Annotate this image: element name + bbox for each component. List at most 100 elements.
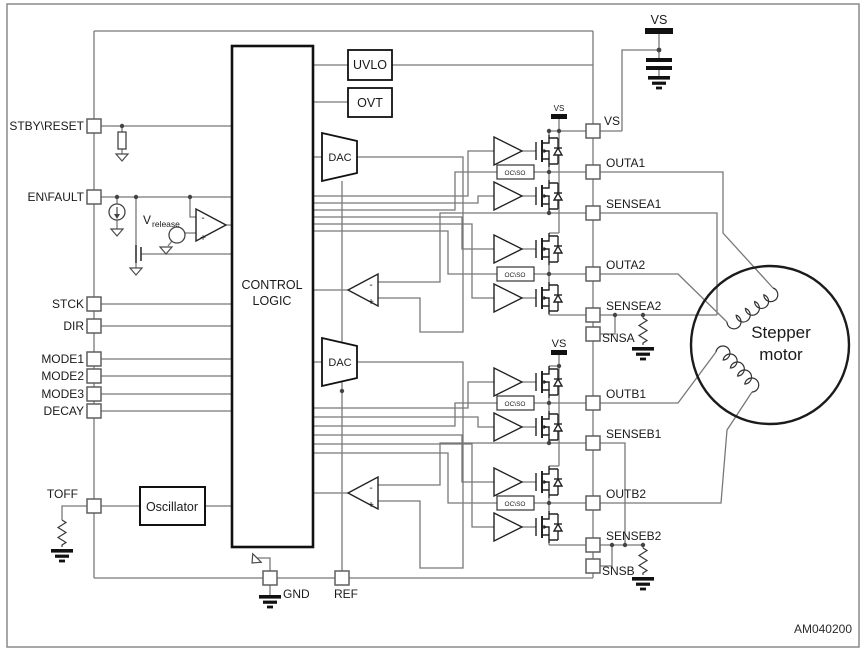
ocso-box-b1 [496, 395, 535, 411]
uvlo-block [347, 49, 393, 81]
figure-code: AM040200 [794, 622, 852, 636]
pin-sensea2 [585, 307, 601, 323]
label-vs-bridge-a: VS [554, 104, 565, 113]
label-dac-a: DAC [328, 152, 351, 164]
label-snsa: SNSA [602, 331, 635, 345]
pin-dir [86, 318, 102, 334]
pin-mode3 [86, 386, 102, 402]
stby-pulldown-resistor [117, 131, 127, 150]
label-motor-1: Stepper [751, 323, 811, 342]
uvlo-ovt-dac-ref-wires [313, 64, 593, 571]
pin-decay [86, 403, 102, 419]
label-senseb1: SENSEB1 [606, 427, 662, 441]
motor-coil-a [726, 287, 779, 330]
label-toff: TOFF [47, 487, 78, 501]
label-outb1: OUTB1 [606, 387, 646, 401]
vs-cap-plate-2 [646, 66, 672, 70]
motor-circle [689, 264, 851, 426]
power-stage-rows [534, 130, 717, 546]
label-ref: REF [334, 587, 358, 601]
en-comp-plus: + [200, 233, 206, 244]
label-motor-2: motor [759, 345, 803, 364]
label-gnd: GND [283, 587, 310, 601]
pin-senseb1 [585, 435, 601, 451]
label-ovt: OVT [357, 96, 383, 110]
label-sensea1: SENSEA1 [606, 197, 662, 211]
pin-outa1 [585, 164, 601, 180]
label-vrelease: V [143, 213, 151, 227]
pin-en-fault [86, 189, 102, 205]
label-senseb2: SENSEB2 [606, 529, 662, 543]
label-ocso-a2: OC\SO [505, 272, 526, 279]
label-ocso-a1: OC\SO [505, 170, 526, 177]
pin-outa2 [585, 266, 601, 282]
en-comp-minus: - [201, 213, 204, 224]
ocso-box-a2 [496, 266, 535, 282]
pin-toff [86, 498, 102, 514]
pin-vs [585, 123, 601, 139]
pin-senseb2 [585, 537, 601, 553]
ovt-block [347, 87, 393, 118]
comparator-wires [313, 156, 586, 569]
label-ocso-b1: OC\SO [505, 401, 526, 408]
label-decay: DECAY [44, 404, 84, 418]
pin-stby-reset [86, 118, 102, 134]
label-ocso-b2: OC\SO [505, 501, 526, 508]
label-outa1: OUTA1 [606, 156, 645, 170]
label-control-1: CONTROL [241, 278, 302, 292]
junction-dots [114, 47, 662, 548]
pin-snsa [585, 326, 601, 342]
pin-sensea1 [585, 205, 601, 221]
pin-ref [334, 570, 350, 586]
ocso-box-a1 [496, 164, 535, 180]
pin-stck [86, 296, 102, 312]
label-mode2: MODE2 [41, 369, 84, 383]
vs-supply-bar [645, 28, 673, 34]
label-sensea2: SENSEA2 [606, 299, 662, 313]
comp-a-minus: - [369, 280, 372, 291]
en-fault-fet [135, 245, 142, 263]
oscillator-block [139, 486, 206, 526]
label-dac-b: DAC [328, 357, 351, 369]
control-logic-block [230, 44, 315, 549]
vs-cap-plate-1 [646, 58, 672, 62]
comp-b-plus: + [368, 500, 374, 511]
vs-tap-bridge-a [551, 114, 567, 119]
ocso-box-b2 [496, 495, 535, 511]
dac-a-block [321, 131, 358, 183]
label-outb2: OUTB2 [606, 487, 646, 501]
vs-tap-bridge-b [551, 350, 567, 355]
gate-bus-a [313, 150, 497, 299]
vrelease-source [168, 226, 186, 244]
label-dir: DIR [63, 319, 84, 333]
components [51, 28, 673, 609]
pin-gnd [262, 570, 278, 586]
dac-b-block [321, 336, 358, 388]
label-outa2: OUTA2 [606, 258, 645, 272]
current-comparator-a [346, 272, 379, 308]
pin-outb1 [585, 395, 601, 411]
label-oscillator: Oscillator [146, 500, 198, 514]
stepper-motor [689, 264, 851, 426]
label-stby-reset: STBY\RESET [9, 119, 84, 133]
gate-bus-b [313, 381, 497, 528]
driver-gate-wires [522, 150, 536, 528]
left-pin-wires [61, 125, 232, 520]
label-vs-bridge-b: VS [552, 338, 567, 350]
label-vrelease-sub: release [152, 219, 180, 229]
label-mode3: MODE3 [41, 387, 84, 401]
label-control-2: LOGIC [253, 294, 292, 308]
en-current-source-arrowhead [114, 214, 120, 219]
label-mode1: MODE1 [41, 352, 84, 366]
current-comparator-b [346, 475, 379, 511]
labels: STBY\RESET EN\FAULT STCK DIR MODE1 MODE2… [9, 13, 852, 636]
motor-coil-b [715, 345, 760, 393]
label-uvlo: UVLO [353, 58, 387, 72]
pin-snsb [585, 558, 601, 574]
comp-b-minus: - [369, 483, 372, 494]
pin-mode1 [86, 351, 102, 367]
comp-a-plus: + [368, 297, 374, 308]
label-vs-pin: VS [604, 114, 620, 128]
